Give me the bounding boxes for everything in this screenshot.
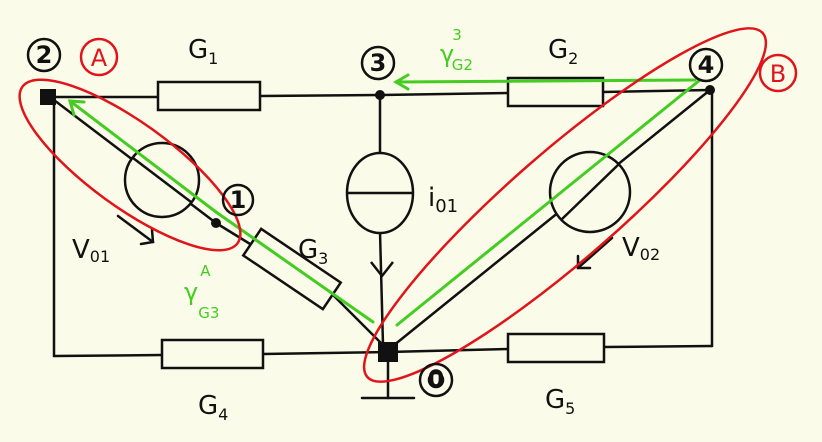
node-0-label-ring [418, 362, 454, 398]
node-1-label-ring [221, 183, 255, 217]
resistors [156, 76, 606, 370]
g3-label: G3 [298, 235, 328, 268]
resistor-g1 [156, 80, 262, 112]
group-a-badge [79, 37, 119, 77]
node-3-label: 3 [370, 49, 387, 77]
path-0-1 [214, 210, 375, 324]
node-4-dot [705, 85, 715, 95]
wire-0-4 [386, 88, 712, 352]
arrow-left-icon [393, 73, 410, 91]
v02-arrow [576, 236, 614, 270]
red-groups [18, 27, 798, 383]
group-b-label: B [770, 60, 786, 88]
arrow-diagonal-icon [576, 236, 614, 270]
nodes [26, 37, 724, 398]
i01-arrow [370, 261, 394, 279]
g1-label: G1 [188, 35, 218, 68]
node-0-square [378, 342, 398, 362]
wire-left-g4 [52, 353, 164, 358]
arrow-up-left-icon [67, 99, 86, 117]
v02-chord [560, 163, 620, 221]
v01-label: V01 [72, 235, 110, 266]
labels: 2 3 4 1 0 A B G1 G2 G3 G4 G5 V01 V02 i01… [36, 26, 787, 424]
node-4-label: 4 [698, 51, 715, 79]
v01-chord [132, 157, 192, 203]
v01-arrow [116, 214, 155, 246]
arrow-diagonal-icon [116, 214, 155, 244]
path-1-2 [68, 99, 218, 214]
group-a-label: A [91, 44, 108, 72]
arrow-down-icon [370, 261, 394, 279]
path-top [394, 78, 697, 84]
i01-label: i01 [428, 183, 458, 217]
wire-i01-0 [378, 230, 385, 347]
wire-g2-4 [601, 88, 712, 94]
sources [123, 141, 632, 235]
node-2-label: 2 [36, 41, 53, 69]
wire-g1-3 [258, 93, 382, 98]
v02-label: V02 [622, 233, 660, 264]
node-4-label-ring [688, 47, 724, 83]
group-a-ellipse [18, 78, 242, 252]
group-b-badge [758, 53, 798, 93]
resistor-g2 [506, 76, 605, 108]
node-3-label-ring [360, 45, 396, 81]
g5-label: G5 [545, 385, 575, 418]
group-b-ellipse [362, 27, 768, 383]
wire-g4-0 [261, 350, 390, 356]
wire-g5-right [602, 344, 714, 349]
source-chords [132, 157, 620, 221]
node-3-dot [375, 90, 385, 100]
node-2-label-ring [26, 37, 62, 73]
g4-label: G4 [198, 391, 228, 424]
g2-label: G2 [548, 35, 578, 68]
resistor-g4 [160, 338, 265, 370]
green-paths [67, 73, 702, 327]
wire-0-g5 [386, 347, 510, 354]
wire-3-g2 [378, 91, 510, 97]
node-2-square [40, 89, 56, 105]
node-0-label: 0 [428, 365, 445, 393]
path-0-4 [395, 78, 702, 327]
node-1-dot [211, 218, 221, 228]
wire-g3-0 [328, 290, 390, 352]
wire-1-g3 [214, 221, 257, 249]
node-1-label: 1 [230, 186, 247, 214]
resistor-g5 [506, 332, 606, 364]
